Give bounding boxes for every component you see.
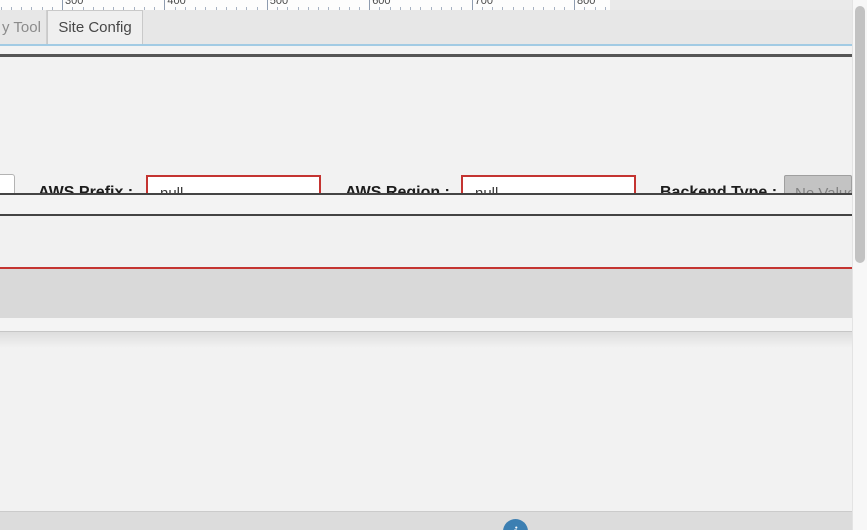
horizontal-ruler: 300 400 500 600 700 800 [0, 0, 611, 10]
ruler-minor-tick [72, 7, 74, 10]
ruler-major-tick [266, 0, 268, 10]
ruler-minor-tick [379, 7, 381, 10]
tab-query-tool-label: y Tool [2, 18, 41, 36]
ruler-minor-tick [184, 7, 186, 10]
ruler-minor-tick [420, 7, 422, 10]
ruler-minor-tick [195, 7, 197, 10]
ruler-major-tick [369, 0, 371, 10]
ruler-minor-tick [543, 7, 545, 10]
ruler-minor-tick [21, 7, 22, 10]
ruler-minor-tick [481, 7, 483, 10]
ruler-minor-tick [133, 7, 135, 10]
ruler-label: 700 [474, 0, 493, 7]
tab-bar: y Tool Site Config [0, 10, 852, 46]
ruler-minor-tick [143, 7, 145, 10]
ruler-minor-tick [103, 7, 104, 10]
ruler-minor-tick [338, 7, 340, 10]
tab-query-tool[interactable]: y Tool [0, 10, 47, 44]
ruler-minor-tick [440, 7, 442, 10]
ruler-minor-tick [451, 7, 453, 10]
ruler-minor-tick [502, 7, 504, 10]
ruler-minor-tick [215, 7, 217, 10]
bottom-bar [0, 512, 852, 530]
ruler-minor-tick [92, 7, 94, 10]
ruler-minor-tick [430, 7, 432, 10]
ruler-minor-tick [584, 7, 586, 10]
ruler-minor-tick [399, 7, 401, 10]
ruler-right-fill [610, 0, 852, 10]
ruler-label: 300 [65, 0, 84, 7]
ruler-minor-tick [553, 7, 555, 10]
strip-below-tabs [0, 46, 852, 54]
ruler-minor-tick [297, 7, 299, 10]
red-divider-line [0, 267, 852, 269]
ruler-minor-tick [246, 7, 248, 10]
divider-line-1 [0, 193, 852, 195]
ruler-minor-tick [563, 7, 565, 10]
ruler-minor-tick [359, 7, 360, 10]
ruler-minor-tick [236, 7, 238, 10]
ruler-minor-tick [318, 7, 319, 10]
bottom-divider [0, 511, 852, 512]
ruler-label: 400 [167, 0, 186, 7]
ruler-minor-tick [522, 7, 524, 10]
ruler-minor-tick [41, 7, 43, 10]
ruler-minor-tick [154, 7, 156, 10]
ruler-label: 800 [577, 0, 596, 7]
ruler-minor-tick [594, 7, 596, 10]
strip-between-lines [0, 195, 852, 214]
ruler-minor-tick [123, 7, 125, 10]
vertical-scrollbar[interactable] [852, 0, 867, 530]
ruler-minor-tick [604, 7, 606, 10]
ruler-minor-tick [225, 7, 227, 10]
ruler-minor-tick [113, 7, 115, 10]
ruler-minor-tick [174, 7, 176, 10]
info-icon: i [514, 525, 518, 530]
ruler-minor-tick [533, 7, 534, 10]
strip-above-red-line [0, 216, 852, 267]
empty-content-panel [0, 331, 852, 512]
scrollbar-thumb[interactable] [855, 6, 865, 263]
tab-site-config[interactable]: Site Config [47, 10, 143, 44]
ruler-label: 600 [372, 0, 391, 7]
ruler-minor-tick [307, 7, 309, 10]
ruler-minor-tick [348, 7, 350, 10]
ruler-major-tick [471, 0, 473, 10]
ruler-minor-tick [287, 7, 289, 10]
ruler-minor-tick [205, 7, 207, 10]
ruler-minor-tick [51, 7, 53, 10]
ruler-major-tick [62, 0, 63, 10]
ruler-minor-tick [328, 7, 330, 10]
ruler-minor-tick [512, 7, 514, 10]
ruler-minor-tick [492, 7, 494, 10]
ruler-minor-tick [410, 7, 412, 10]
ruler-minor-tick [256, 7, 258, 10]
gray-input-band [0, 269, 852, 318]
strip-below-band [0, 318, 852, 331]
config-form-area: AWS Prefix : null AWS Region : null Back… [0, 57, 852, 212]
tab-site-config-label: Site Config [58, 19, 132, 36]
ruler-minor-tick [31, 7, 33, 10]
ruler-major-tick [164, 0, 166, 10]
ruler-major-tick [574, 0, 575, 10]
dark-separator-bar [0, 54, 852, 57]
info-button[interactable]: i [503, 519, 528, 530]
ruler-label: 500 [269, 0, 289, 7]
ruler-minor-tick [82, 7, 84, 10]
ruler-minor-tick [0, 7, 2, 10]
divider-line-2 [0, 214, 852, 216]
ruler-minor-tick [277, 7, 278, 10]
ruler-minor-tick [389, 7, 391, 10]
ruler-minor-tick [461, 7, 463, 10]
ruler-minor-tick [10, 7, 12, 10]
